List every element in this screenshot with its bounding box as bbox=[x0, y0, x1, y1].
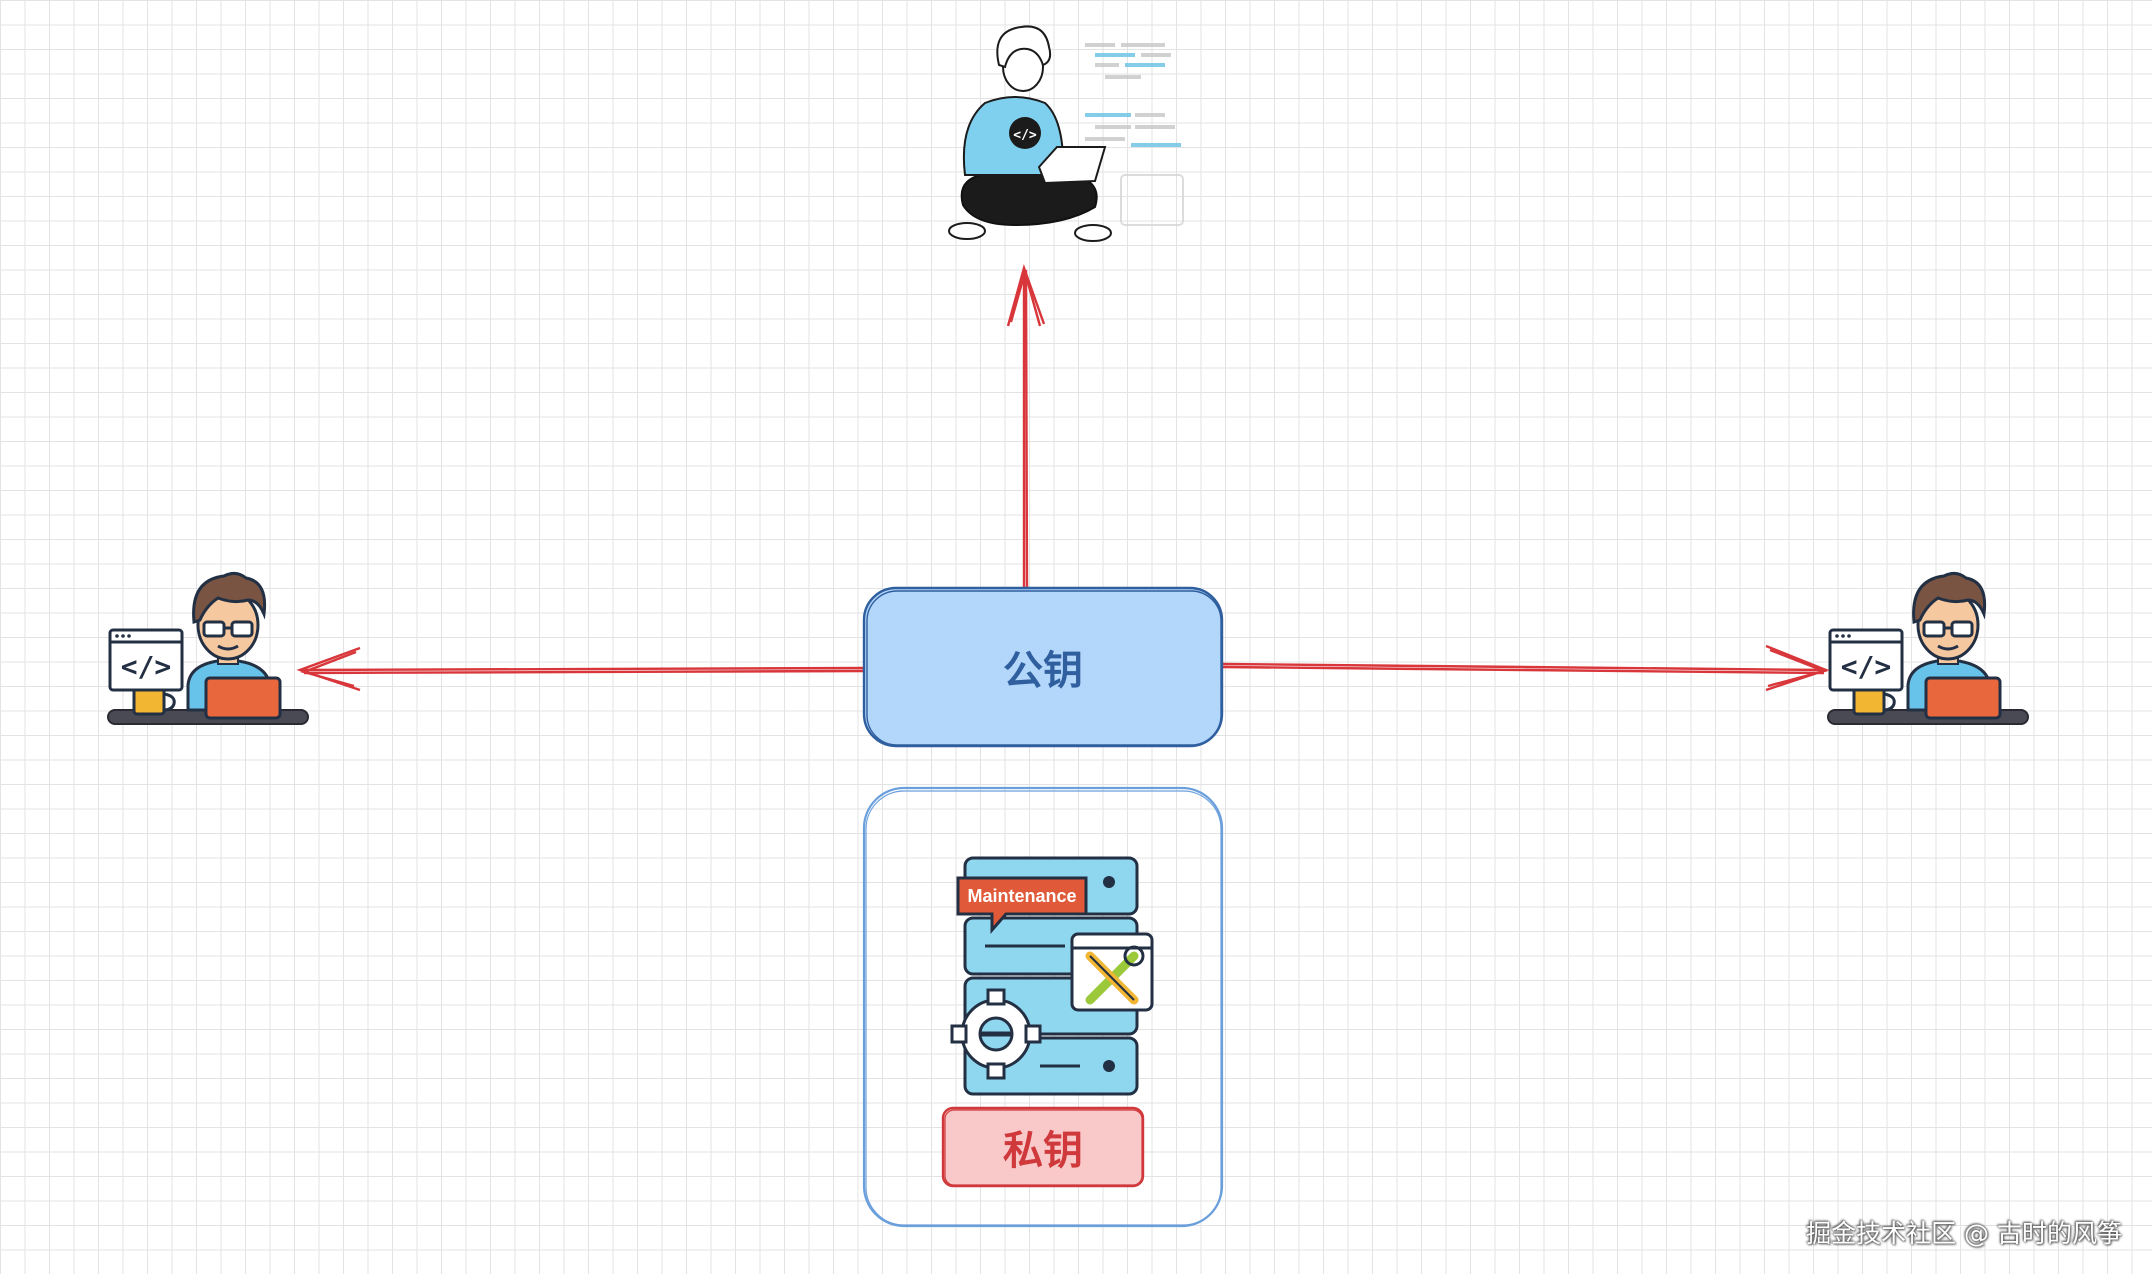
arrow-right bbox=[1221, 644, 1830, 692]
arrow-up bbox=[1006, 264, 1046, 589]
private-key-container bbox=[862, 786, 1224, 1228]
developer-top-icon: </> bbox=[948, 25, 1184, 242]
svg-text:</>: </> bbox=[1013, 128, 1037, 143]
developer-right-icon bbox=[1826, 571, 2030, 726]
private-key-box bbox=[941, 1106, 1145, 1188]
public-key-box bbox=[862, 586, 1224, 748]
gear-icon bbox=[950, 988, 1042, 1080]
arrow-left bbox=[296, 646, 867, 692]
maintenance-badge: Maintenance bbox=[967, 885, 1077, 906]
developer-left-icon bbox=[106, 571, 310, 726]
private-key-label: 私钥 bbox=[1003, 1128, 1083, 1174]
public-key-label: 公钥 bbox=[1003, 648, 1083, 694]
wrench-icon bbox=[1085, 945, 1145, 1005]
watermark: 掘金技术社区 @ 古时的风筝 bbox=[1806, 1219, 2122, 1248]
